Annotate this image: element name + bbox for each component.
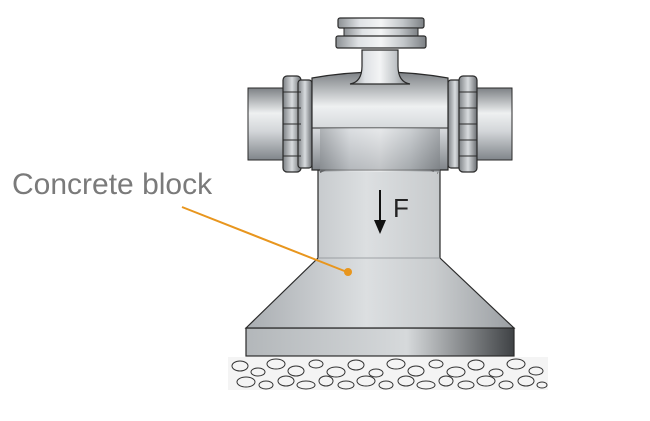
gravel-ground xyxy=(228,357,548,390)
force-arrow xyxy=(374,190,386,234)
flange-left xyxy=(282,75,313,173)
flange-right xyxy=(447,75,478,173)
base-slab xyxy=(245,327,515,357)
pipe-left xyxy=(247,87,289,161)
valve-body xyxy=(311,71,449,172)
force-label: F xyxy=(393,193,409,223)
valve-stem xyxy=(349,49,411,85)
concrete-block-label: Concrete block xyxy=(12,168,213,201)
callout-leader xyxy=(181,206,352,276)
pipe-right xyxy=(471,87,513,161)
valve-cap xyxy=(335,17,427,49)
